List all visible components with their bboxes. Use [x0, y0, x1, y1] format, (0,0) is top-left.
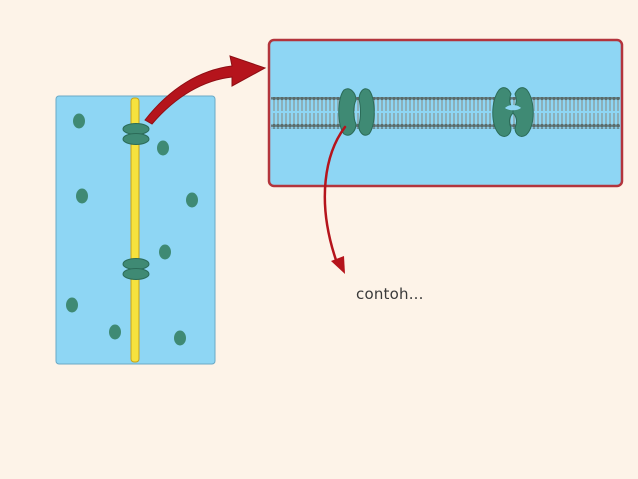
membrane-zoom-panel — [267, 38, 624, 188]
channel-protein — [338, 88, 375, 136]
molecule-dot — [174, 330, 186, 346]
carrier-protein — [492, 87, 534, 137]
molecule-dot — [109, 324, 121, 340]
molecule-dot — [157, 140, 169, 156]
molecule-group — [66, 113, 198, 346]
cell-overview-panel — [55, 95, 216, 365]
lipid-bilayer — [271, 97, 620, 129]
molecule-dot — [159, 244, 171, 260]
zoom-arrow — [144, 55, 267, 125]
caption-text: contoh... — [356, 285, 424, 303]
membrane-strip — [130, 97, 140, 363]
molecule-dot — [76, 188, 88, 204]
molecule-dot — [73, 113, 85, 129]
molecule-dot — [186, 192, 198, 208]
channel-protein-icon — [122, 258, 150, 280]
caption-arrow — [323, 125, 347, 274]
molecule-dot — [66, 297, 78, 313]
channel-protein-icon — [122, 123, 150, 145]
